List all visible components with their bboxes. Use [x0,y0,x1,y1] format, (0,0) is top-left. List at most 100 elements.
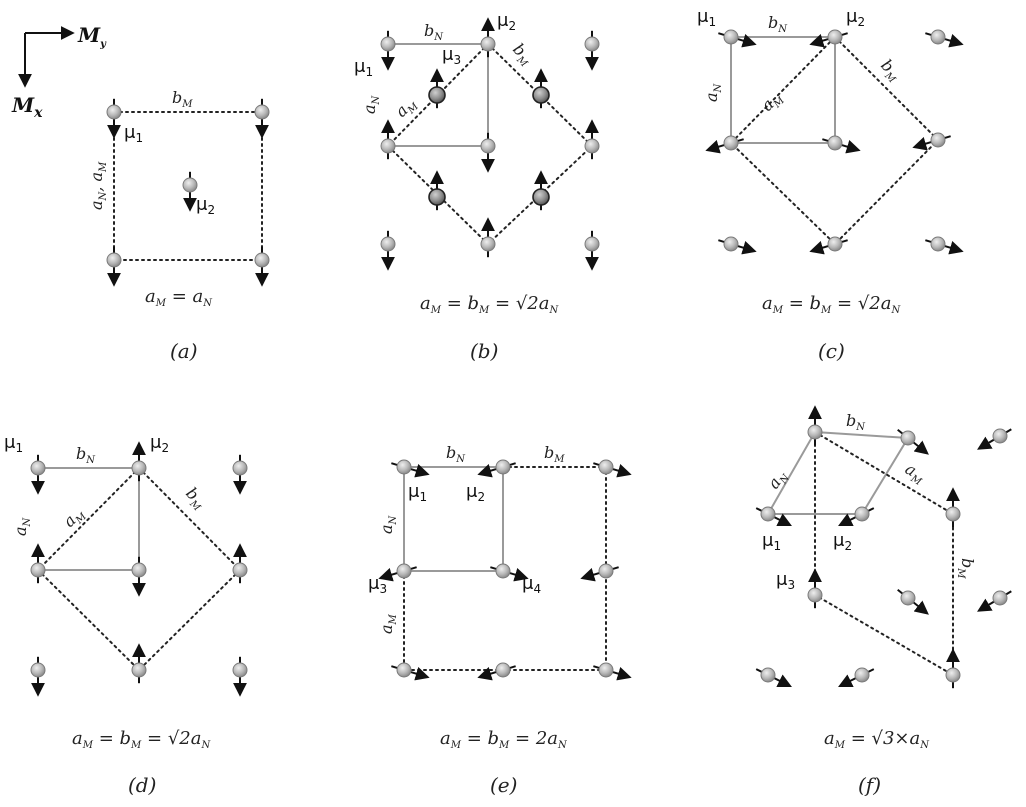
atom-with-spin [380,119,396,160]
label-bn-c: bN [768,13,788,35]
atom-with-spin [822,135,861,154]
label-an-d: aN [11,516,33,536]
panel-b: bN aN aM bM μ1 μ2 μ3 aM = bM = √2aN (b) [354,10,600,363]
atom-with-spin [428,170,446,211]
atom-with-spin [584,119,600,160]
axes-indicator: My Mx [11,23,107,121]
equation-e: aM = bM = 2aN [440,728,568,751]
label-bn-d: bN [76,444,96,466]
label-mu2-f: μ2 [833,530,852,553]
caption-a: (a) [170,339,198,363]
label-mu2-d: μ2 [150,432,169,455]
atom-with-spin [532,170,550,211]
caption-f: (f) [858,773,881,797]
atom-with-spin [718,29,757,48]
atom-with-spin [532,68,550,109]
atom-with-spin [807,568,823,609]
atom-with-spin [182,171,198,212]
atom-with-spin [584,30,600,71]
label-mu1-f: μ1 [762,530,781,553]
label-bn-b: bN [424,21,444,43]
label-mu3-f: μ3 [776,569,795,592]
equation-b: aM = bM = √2aN [420,293,559,316]
atom-with-spin [977,428,1012,450]
label-mu2: μ2 [196,194,215,217]
label-an-b: aN [360,94,382,114]
label-mu2-c: μ2 [846,6,865,29]
atom-with-spin [580,563,619,582]
atom-with-spin [977,590,1012,612]
atom-with-spin [809,236,848,255]
label-am-f: aM [901,459,930,488]
atom-with-spin [477,662,516,681]
equation-c: aM = bM = √2aN [762,293,901,316]
atom-with-spin [755,506,792,526]
atom-with-spin [30,543,46,584]
atoms-a [106,98,270,287]
atom-with-spin [912,132,951,151]
atom-with-spin [131,441,147,482]
label-an-e: aN [377,514,399,534]
equation-a: aM = aN [145,286,213,309]
label-mu1-e: μ1 [408,481,427,504]
atom-with-spin [391,459,430,478]
atom-with-spin [945,487,961,528]
atom-with-spin [380,30,396,71]
atom-with-spin [480,217,496,258]
panel-d: bN aN aM bM μ1 μ2 aM = bM = √2aN (d) [4,432,248,797]
panel-a: bM aN, aM μ1 μ2 aM = aN (a) [87,88,270,363]
atom-with-spin [807,405,823,446]
atom-with-spin [477,459,516,478]
label-mu1-d: μ1 [4,432,23,455]
atom-with-spin [254,246,270,287]
label-bn-e: bN [446,443,466,465]
label-mu1-b: μ1 [354,56,373,79]
label-mu1: μ1 [124,122,143,145]
atom-with-spin [131,643,147,684]
label-am-d: aM [59,503,89,533]
label-am-e: aM [377,613,399,634]
label-mu2-e: μ2 [466,481,485,504]
atom-with-spin [718,236,757,255]
atom-with-spin [30,656,46,697]
label-am-b: aM [391,93,421,123]
caption-c: (c) [818,339,845,363]
label-mu3-b: μ3 [442,44,461,67]
atom-with-spin [838,667,875,687]
panel-f: bN aN aM bM μ1 μ2 μ3 aM = √3×aN (f) [755,405,1012,797]
atom-with-spin [106,98,122,139]
atom-with-spin [480,132,496,173]
atom-with-spin [232,543,248,584]
atom-with-spin [705,135,744,154]
label-bn-f: bN [846,411,866,433]
caption-b: (b) [470,339,498,363]
label-bm-d: bM [180,483,211,514]
atom-with-spin [378,563,417,582]
axis-label-mx: Mx [11,93,43,121]
atom-with-spin [897,588,929,615]
label-mu1-c: μ1 [697,6,716,29]
atom-with-spin [584,230,600,271]
caption-e: (e) [490,773,517,797]
label-an-f: aN [764,465,793,494]
atom-with-spin [391,662,430,681]
label-an-am: aN, aM [87,161,109,210]
atom-with-spin [480,17,496,58]
atom-with-spin [380,230,396,271]
atom-with-spin [897,428,929,455]
label-bm-b: bM [507,39,538,70]
atom-with-spin [490,563,529,582]
atom-with-spin [809,29,848,48]
atom-with-spin [106,246,122,287]
atom-with-spin [232,454,248,495]
atom-with-spin [755,667,792,687]
panel-e: bN bM aN aM μ1 μ2 μ3 μ4 aM = bM = 2aN (e… [368,443,632,797]
panel-c: bN aN aM bM μ1 μ2 aM = bM = √2aN (c) [697,6,964,363]
equation-d: aM = bM = √2aN [72,728,211,751]
atom-with-spin [254,98,270,139]
atom-with-spin [131,556,147,597]
atom-with-spin [838,506,875,526]
label-bm-f: bM [955,558,977,579]
atom-with-spin [593,459,632,478]
